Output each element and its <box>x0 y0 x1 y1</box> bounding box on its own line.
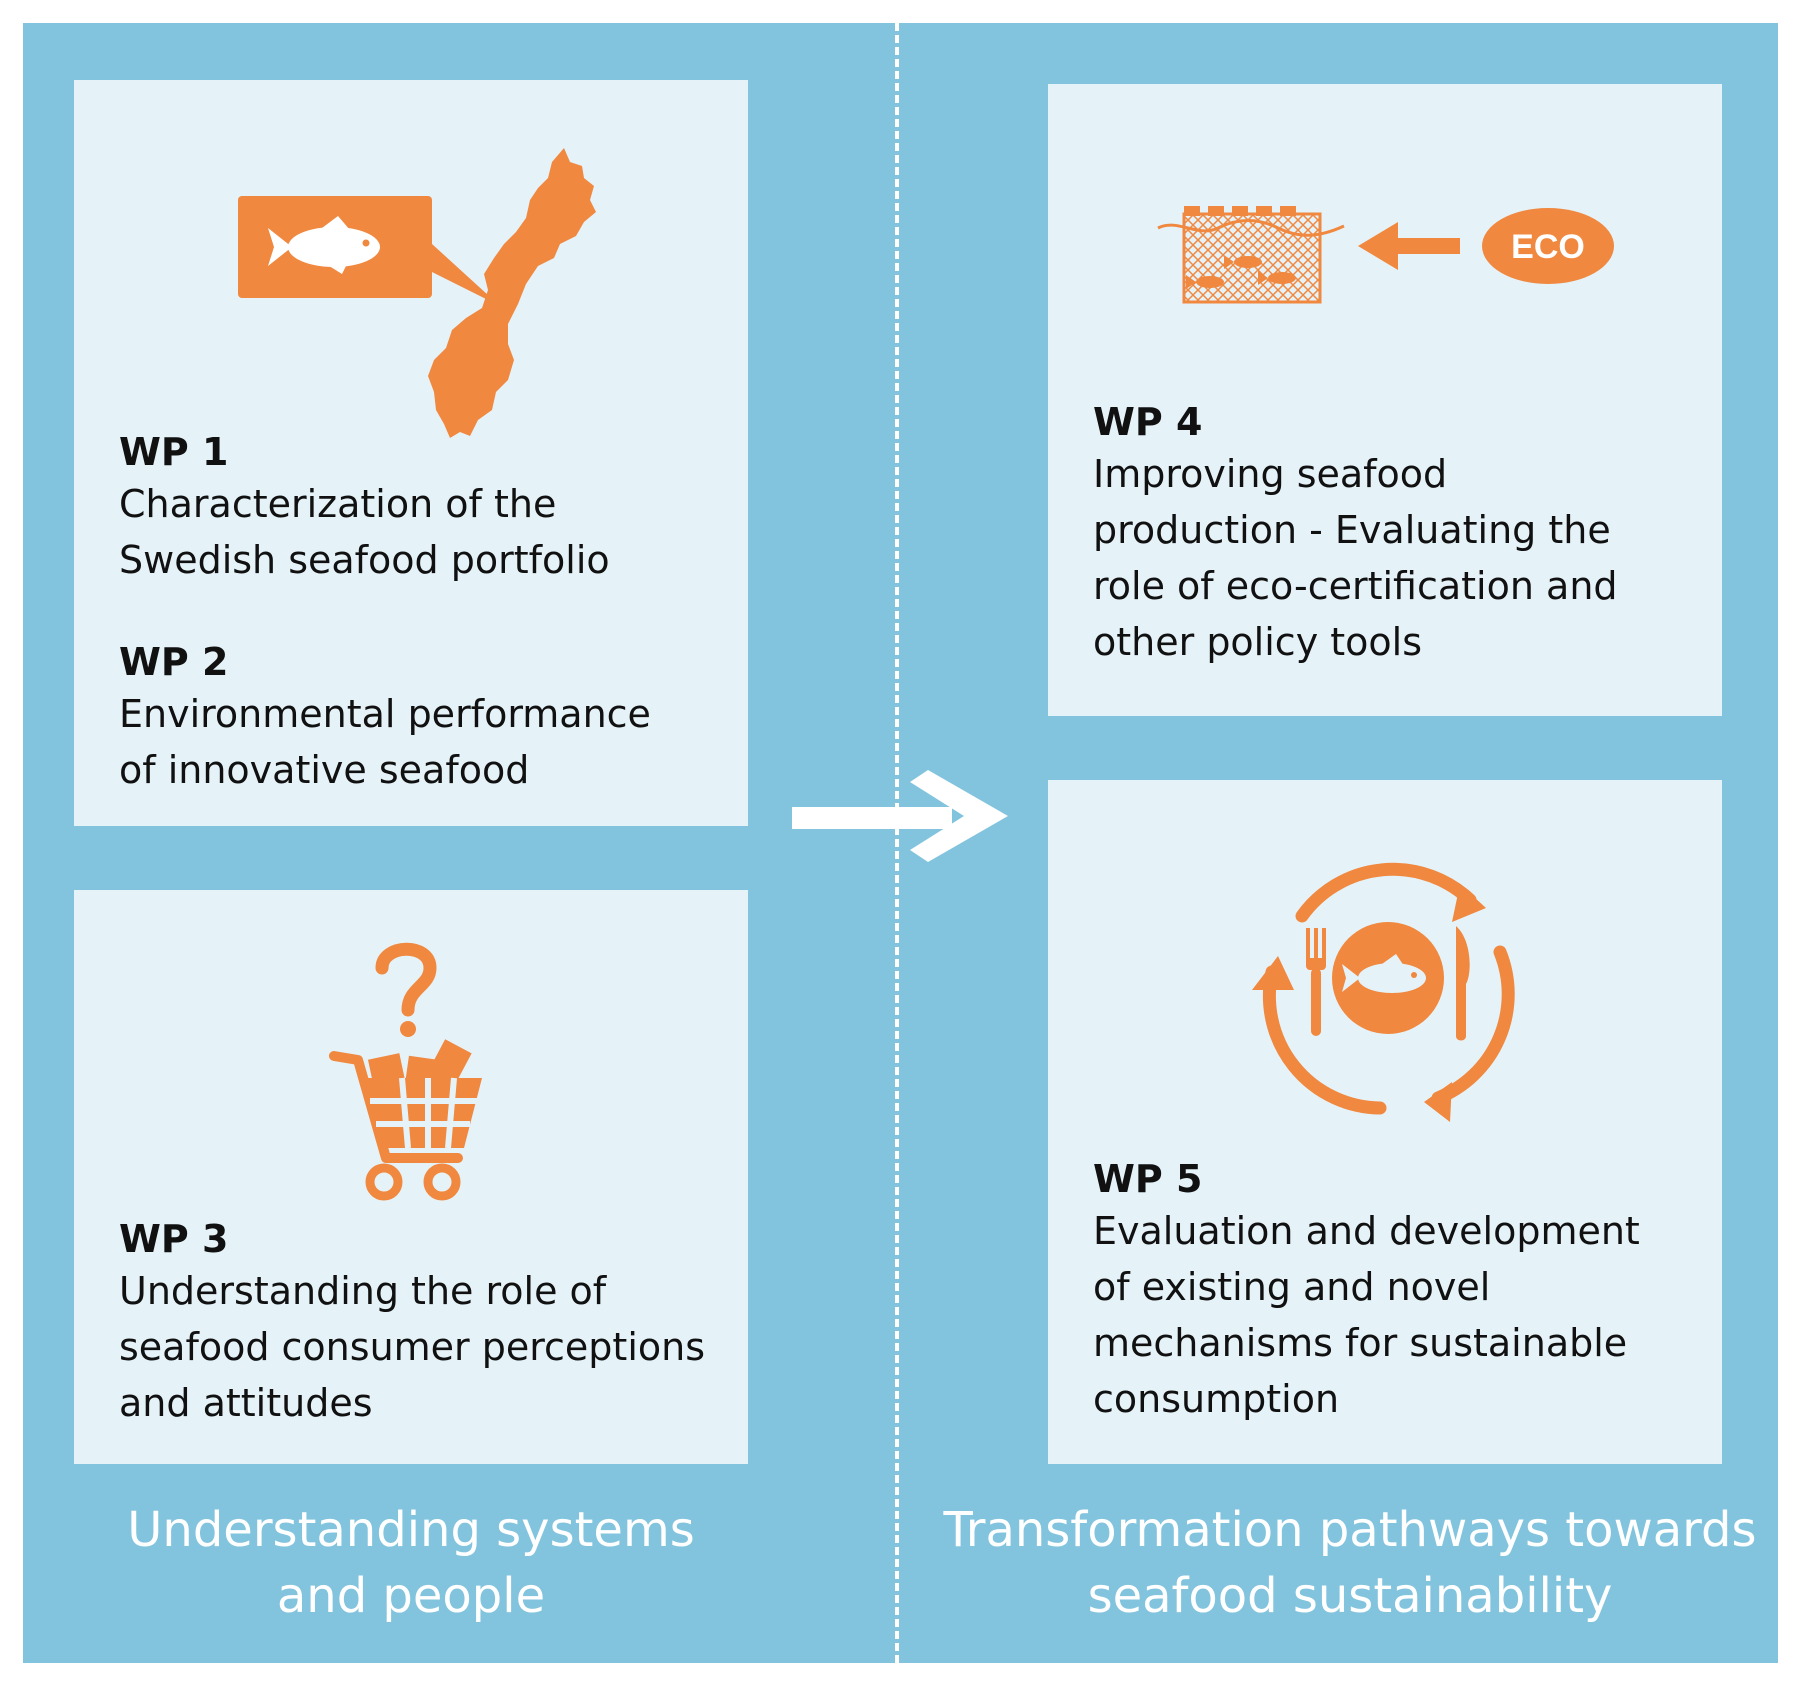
wp5-block: WP 5 Evaluation and development of exist… <box>1093 1155 1713 1427</box>
shopping-cart-question-icon <box>329 942 482 1201</box>
wp5-desc-line-2: of existing and novel <box>1093 1265 1491 1309</box>
section-label-right-line-1: Transformation pathways towards <box>943 1502 1757 1558</box>
section-label-left-line-2: and people <box>276 1568 546 1624</box>
section-label-right-line-2: seafood sustainability <box>1087 1568 1613 1624</box>
section-label-left: Understanding systems and people <box>74 1497 748 1629</box>
wp1-desc-line-2: Swedish seafood portfolio <box>119 538 610 582</box>
section-label-left-line-1: Understanding systems <box>127 1502 695 1558</box>
wp1-block: WP 1 Characterization of the Swedish sea… <box>119 428 719 588</box>
wp4-desc-line-4: other policy tools <box>1093 620 1423 664</box>
wp4-title: WP 4 <box>1093 400 1203 444</box>
wp3-block: WP 3 Understanding the role of seafood c… <box>119 1215 739 1431</box>
wp3-desc-line-2: seafood consumer perceptions <box>119 1325 706 1369</box>
panel-wp4 <box>1048 84 1722 716</box>
sweden-map-fish-icon <box>238 148 596 438</box>
wp4-desc-line-3: role of eco-certification and <box>1093 564 1618 608</box>
panel-wp3 <box>74 890 748 1464</box>
dashed-divider <box>895 23 899 1663</box>
wp2-block: WP 2 Environmental performance of innova… <box>119 638 719 798</box>
wp3-title: WP 3 <box>119 1217 229 1261</box>
eco-label: ECO <box>1511 228 1585 266</box>
wp4-desc-line-1: Improving seafood <box>1093 452 1448 496</box>
wp5-desc-line-1: Evaluation and development <box>1093 1209 1640 1253</box>
wp5-desc-line-3: mechanisms for sustainable <box>1093 1321 1628 1365</box>
wp3-desc-line-1: Understanding the role of <box>119 1269 607 1313</box>
arrow-right-icon <box>792 770 1008 862</box>
wp4-desc-line-2: production - Evaluating the <box>1093 508 1611 552</box>
wp5-desc-line-4: consumption <box>1093 1377 1340 1421</box>
panel-wp5 <box>1048 780 1722 1464</box>
wp2-desc-line-2: of innovative seafood <box>119 748 530 792</box>
fish-net-eco-icon: ECO <box>1157 206 1614 304</box>
wp1-title: WP 1 <box>119 430 229 474</box>
wp1-desc-line-1: Characterization of the <box>119 482 557 526</box>
wp2-title: WP 2 <box>119 640 229 684</box>
wp5-title: WP 5 <box>1093 1157 1203 1201</box>
wp4-block: WP 4 Improving seafood production - Eval… <box>1093 398 1713 670</box>
section-label-right: Transformation pathways towards seafood … <box>935 1497 1765 1629</box>
wp3-desc-line-3: and attitudes <box>119 1381 373 1425</box>
wp2-desc-line-1: Environmental performance <box>119 692 651 736</box>
plate-cycle-icon <box>1252 862 1515 1122</box>
